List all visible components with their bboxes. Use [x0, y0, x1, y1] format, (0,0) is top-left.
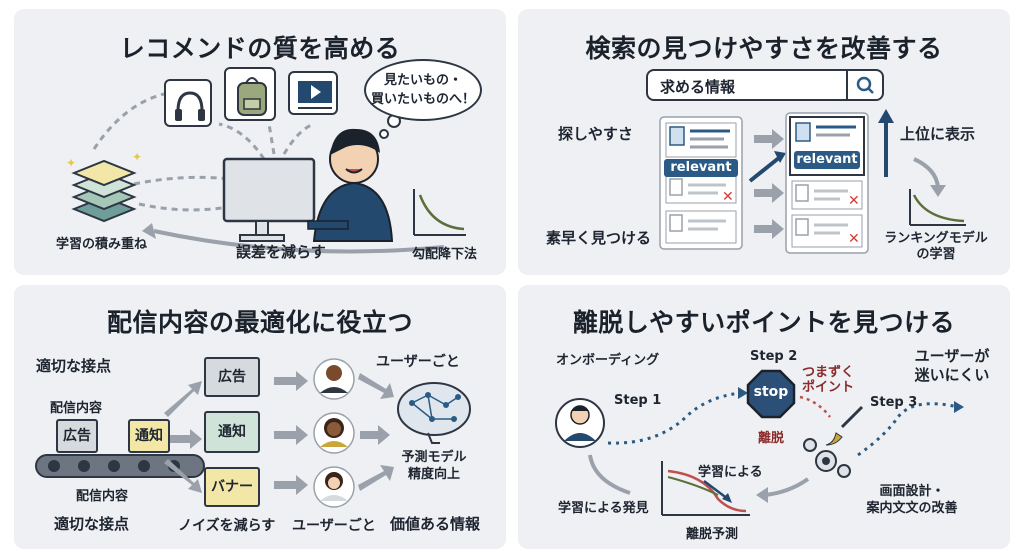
monitor-icon	[222, 157, 316, 242]
panel-title: 検索の見つけやすさを改善する	[585, 34, 943, 63]
stacked-layers-icon: ✦ ✦	[66, 150, 142, 223]
svg-text:✦: ✦	[66, 156, 76, 170]
video-player-icon	[288, 71, 338, 115]
learning-label: 学習による	[698, 465, 763, 480]
svg-text:✕: ✕	[848, 193, 860, 209]
source-box-notice-label: 通知	[135, 428, 163, 444]
source-box-ad-label: 広告	[63, 428, 91, 444]
value-label: 価値ある情報	[390, 515, 481, 533]
prediction-label: 離脱予測	[686, 527, 739, 542]
bubble-text: 見たいもの・ 買いたいものへ！	[370, 73, 475, 107]
search-box[interactable]: 求める情報	[646, 69, 884, 101]
person-icon	[307, 128, 394, 242]
box-notice-label: 通知	[218, 424, 246, 440]
gradient-graph	[413, 189, 466, 236]
touchpoint-label-top: 適切な接点	[36, 357, 112, 375]
stop-sign-icon	[746, 369, 796, 419]
panel-search: 検索の見つけやすさを改善する 求める情報 ✕	[518, 9, 1010, 275]
learning-label: 学習の積み重ね	[56, 237, 148, 252]
svg-text:✕: ✕	[722, 189, 734, 205]
box-notice: 通知	[204, 411, 260, 453]
panel-title: 配信内容の最適化に役立つ	[106, 308, 413, 337]
relevant-tag-left: relevant	[664, 159, 738, 177]
svg-text:✦: ✦	[132, 150, 142, 164]
user-label-top: ユーザーごと	[376, 354, 460, 370]
user-label-bottom: ユーザーごと	[292, 518, 376, 534]
panel-recommend: レコメンドの質を高める ✦ ✦	[14, 9, 506, 275]
step3-label: Step 3	[870, 395, 918, 410]
source-box-notice: 通知	[128, 419, 170, 453]
ui-label: 画面設計・ 案内文文の改善	[866, 484, 958, 516]
brain-network-icon	[397, 382, 471, 444]
headphones-icon	[164, 79, 212, 127]
less-lost-label: ユーザーが 迷いにくい	[914, 347, 990, 384]
step2-label: Step 2	[750, 349, 798, 364]
gradient-label: 勾配降下法	[412, 247, 478, 262]
recommend-graphics: ✦ ✦	[66, 92, 466, 254]
box-banner-label: バナー	[211, 479, 253, 495]
delivery-graphics	[35, 358, 471, 508]
churn-label: 離脱	[758, 431, 785, 446]
gear-icon	[803, 438, 851, 478]
ranking-label: ランキングモデル の学習	[884, 231, 988, 262]
user-avatar-icon	[313, 466, 355, 508]
box-banner: バナー	[204, 467, 260, 507]
box-ad-label: 広告	[218, 369, 246, 385]
brush-icon	[825, 405, 864, 446]
churn-graphics	[555, 369, 964, 516]
stumble-label: つまずく ポイント	[802, 365, 855, 395]
svg-text:✕: ✕	[848, 231, 860, 247]
backpack-icon	[224, 67, 276, 121]
learning-found-label: 学習による発見	[558, 501, 649, 516]
panel-delivery: 配信内容の最適化に役立つ	[14, 285, 506, 549]
panel-title: レコメンドの質を高める	[119, 34, 401, 63]
search-text: 求める情報	[660, 78, 736, 96]
user-avatar-icon	[313, 412, 355, 454]
quick-find-label: 素早く見つける	[546, 229, 652, 247]
up-arrow-icon	[878, 109, 894, 177]
source-box-ad: 広告	[56, 419, 98, 453]
conveyor-icon	[35, 454, 205, 478]
touchpoint-label-bottom: 適切な接点	[54, 515, 130, 533]
thought-bubble: 見たいもの・ 買いたいものへ！	[364, 59, 482, 121]
onboarding-label: オンボーディング	[556, 353, 660, 368]
step1-label: Step 1	[614, 393, 662, 408]
box-ad: 広告	[204, 357, 260, 397]
noise-label: ノイズを減らす	[178, 518, 276, 534]
search-icon[interactable]	[846, 71, 882, 99]
top-label: 上位に表示	[900, 125, 976, 143]
content-label-top: 配信内容	[50, 401, 103, 416]
stop-text: stop	[753, 384, 789, 400]
user-avatar-icon	[313, 358, 355, 400]
user-avatar-icon	[555, 398, 605, 448]
relevant-tag-right: relevant	[794, 151, 860, 169]
easy-find-label: 探しやすさ	[558, 125, 633, 143]
error-label: 誤差を減らす	[236, 243, 326, 261]
panel-title: 離脱しやすいポイントを見つける	[572, 308, 956, 337]
model-label: 予測モデル 精度向上	[401, 450, 467, 482]
panel-churn: 離脱しやすいポイントを見つける	[518, 285, 1010, 549]
content-label-bottom: 配信内容	[76, 489, 129, 504]
